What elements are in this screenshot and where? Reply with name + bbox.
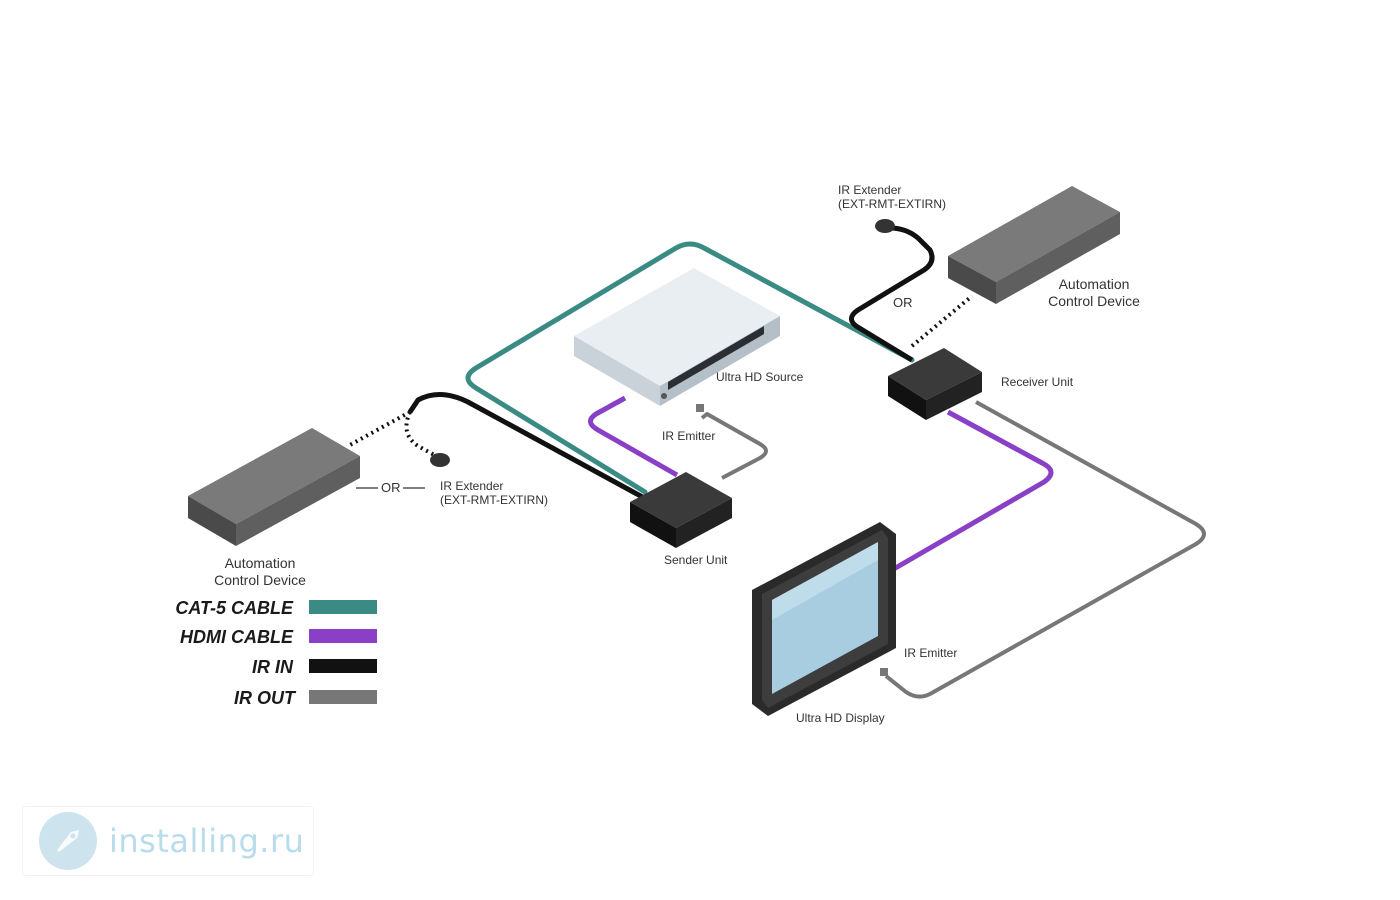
cables (347, 225, 1206, 699)
legend-label-ir-out: IR OUT (234, 688, 297, 708)
ir-in-cable-sender (407, 392, 650, 503)
receiver-unit-label: Receiver Unit (1001, 375, 1074, 389)
ir-out-cable-receiver (884, 400, 1206, 699)
ir-in-dotted-left-automation (347, 410, 411, 448)
legend: CAT-5 CABLE HDMI CABLE IR IN IR OUT (175, 598, 377, 708)
ir-in-cable-receiver (849, 225, 935, 363)
hdmi-cable-source-sender (588, 395, 679, 478)
legend-swatch-ir-out (309, 690, 377, 704)
ir-emitter-display-label: IR Emitter (904, 646, 957, 660)
watermark: installing.ru (22, 806, 314, 876)
sender-unit (630, 472, 732, 548)
ir-extender-left-label-2: (EXT-RMT-EXTIRN) (440, 493, 548, 507)
legend-swatch-cat5 (309, 600, 377, 614)
automation-control-device-left (188, 428, 360, 546)
ir-extender-right-label-1: IR Extender (838, 183, 901, 197)
ir-emitter-sender-icon (696, 404, 704, 412)
watermark-text: installing.ru (109, 822, 305, 860)
legend-swatch-ir-in (309, 659, 377, 673)
ir-extender-left-label-1: IR Extender (440, 479, 503, 493)
automation-control-device-right (948, 186, 1120, 304)
ir-in-dotted-right-automation (910, 294, 974, 348)
legend-label-ir-in: IR IN (252, 657, 294, 677)
automation-left-label-1: Automation (225, 555, 296, 571)
ir-out-cable-sender (700, 412, 768, 480)
ir-extender-right-label-2: (EXT-RMT-EXTIRN) (838, 197, 946, 211)
rocket-logo-icon (39, 812, 97, 870)
automation-right-label-1: Automation (1059, 276, 1130, 292)
ir-in-dotted-left-extender (404, 411, 437, 458)
ultra-hd-source-label: Ultra HD Source (716, 370, 804, 384)
automation-right-label-2: Control Device (1048, 293, 1140, 309)
ir-emitter-display-icon (880, 668, 888, 676)
ir-extender-right-icon (875, 219, 895, 233)
labels: IR Extender (EXT-RMT-EXTIRN) Automation … (214, 183, 1140, 725)
or-left-label: OR (381, 480, 401, 495)
sender-unit-label: Sender Unit (664, 553, 728, 567)
legend-label-hdmi: HDMI CABLE (180, 627, 294, 647)
ultra-hd-source (574, 268, 780, 406)
hdmi-cable-receiver-display (890, 409, 1054, 573)
ir-extender-left-icon (430, 453, 450, 467)
legend-swatch-hdmi (309, 629, 377, 643)
ir-emitter-sender-label: IR Emitter (662, 429, 715, 443)
legend-label-cat5: CAT-5 CABLE (175, 598, 294, 618)
ultra-hd-display (752, 522, 896, 716)
ultra-hd-display-label: Ultra HD Display (796, 711, 885, 725)
or-right-label: OR (893, 295, 913, 310)
cat5-cable (465, 241, 915, 495)
automation-left-label-2: Control Device (214, 572, 306, 588)
receiver-unit (888, 348, 982, 420)
